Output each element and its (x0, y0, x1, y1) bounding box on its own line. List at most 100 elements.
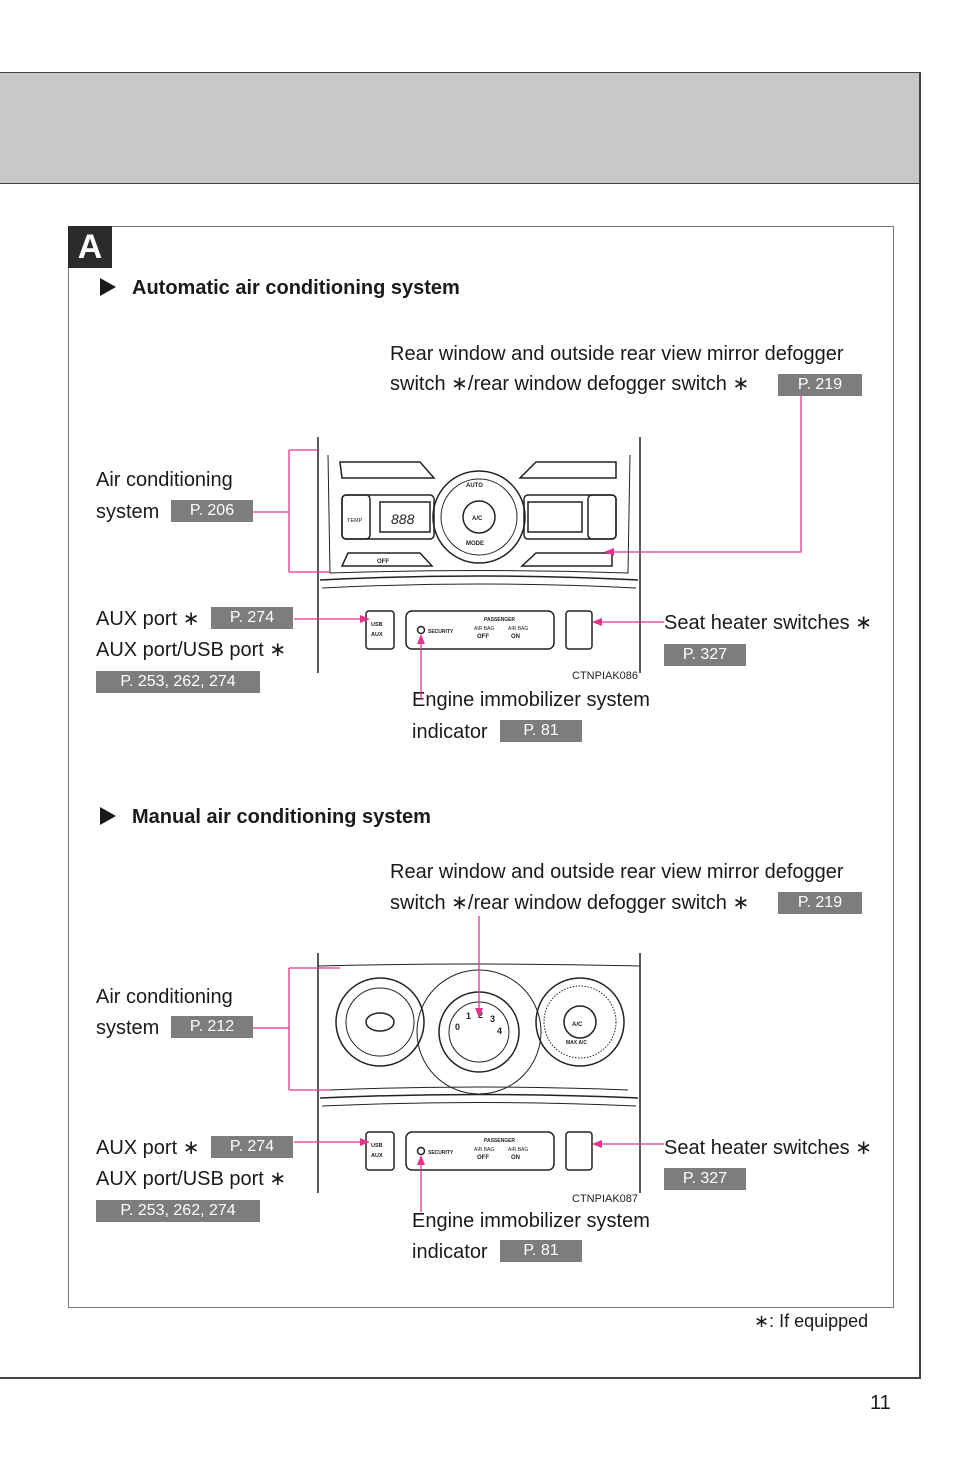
auto-temp-left-updown (341, 494, 371, 540)
manual-aux-usb-page-ref[interactable]: P. 253, 262, 274 (96, 1200, 260, 1222)
auto-rear-defogger-page-ref[interactable]: P. 219 (778, 374, 862, 396)
manual-rear-defogger-page-ref[interactable]: P. 219 (778, 892, 862, 914)
manual-ac-page-ref[interactable]: P. 212 (171, 1016, 253, 1038)
auto-panel-labels: AUTO A/C MODE TEMP 888 OFF USB AUX PASSE… (347, 483, 528, 640)
manual-ac-label-2: system (96, 1017, 160, 1039)
page-bottom-rule (0, 1377, 921, 1379)
manual-panel-airbag2-text: AIR BAG (508, 1147, 528, 1153)
manual-immobilizer-page-ref[interactable]: P. 81 (500, 1240, 582, 1262)
auto-ac-label-2: system (96, 501, 160, 523)
manual-seat-heater-switch (565, 1131, 593, 1171)
auto-usb-aux-port (365, 610, 395, 650)
manual-usb-aux-port (365, 1131, 395, 1171)
manual-panel-bezel (329, 1086, 629, 1091)
auto-passenger-airbag-panel (405, 610, 555, 650)
manual-fan1-text: 1 (466, 1011, 471, 1021)
auto-rear-defogger-callout (608, 396, 802, 553)
manual-recirc-button (365, 1012, 395, 1032)
manual-security-indicator-icon (416, 1146, 426, 1156)
manual-rear-defogger-label-1: Rear window and outside rear view mirror… (390, 861, 844, 883)
arrow-head-icon (604, 548, 614, 556)
auto-panel-usb-text: USB (371, 622, 383, 628)
auto-panel-auto-text: AUTO (466, 483, 483, 489)
auto-security-indicator-icon (416, 625, 426, 635)
manual-mode-dial-outer (535, 977, 625, 1067)
auto-panel-divider (319, 575, 639, 581)
auto-panel-airbag2-text: AIR BAG (508, 626, 528, 632)
manual-heading-text: Manual air conditioning system (132, 806, 431, 828)
manual-aux-usb-label: AUX port/USB port ∗ (96, 1168, 287, 1190)
manual-temp-dial-ring (345, 987, 415, 1057)
manual-aux-label: AUX port ∗ (96, 1137, 200, 1159)
auto-ac-page-ref[interactable]: P. 206 (171, 500, 253, 522)
auto-immobilizer-label-1: Engine immobilizer system (412, 689, 650, 711)
triangle-bullet-icon (100, 807, 116, 825)
auto-aux-page-ref[interactable]: P. 274 (211, 607, 293, 629)
auto-center-dial-ring (440, 478, 518, 556)
arrow-head-icon (417, 1155, 425, 1165)
auto-aux-label: AUX port ∗ (96, 608, 200, 630)
arrow-head-icon (592, 1140, 602, 1148)
auto-callout-arrows (360, 548, 614, 644)
manual-panel-airbag1-text: AIR BAG (474, 1147, 494, 1153)
auto-aux-usb-page-ref[interactable]: P. 253, 262, 274 (96, 671, 260, 693)
manual-fan0-text: 0 (455, 1022, 460, 1032)
auto-panel-aux-text: AUX (371, 632, 383, 638)
manual-seat-heater-page-ref[interactable]: P. 327 (664, 1168, 746, 1190)
auto-panel-airbag1-text: AIR BAG (474, 626, 494, 632)
auto-front-defog-button (518, 461, 617, 479)
manual-panel-divider-2 (321, 1102, 637, 1107)
header-band (0, 72, 920, 184)
auto-panel-temp-text: TEMP (347, 518, 363, 524)
manual-seat-heater-label: Seat heater switches ∗ (664, 1137, 872, 1159)
manual-panel-passenger-text: PASSENGER (484, 1138, 515, 1144)
manual-rear-defogger-label-2: switch ∗/rear window defogger switch ∗ (390, 892, 750, 914)
auto-fan-updown (587, 494, 617, 540)
auto-panel-ac-text: A/C (472, 516, 483, 522)
auto-immobilizer-page-ref[interactable]: P. 81 (500, 720, 582, 742)
auto-immobilizer-label-2: indicator (412, 721, 488, 743)
manual-ac-button (563, 1005, 597, 1039)
manual-panel-max-ac-text: MAX A/C (566, 1040, 587, 1046)
auto-recirc-button (339, 461, 436, 479)
auto-panel-mode-text: MODE (466, 541, 484, 547)
arrow-head-icon (360, 1138, 370, 1146)
auto-off-button (340, 552, 434, 567)
auto-ac-button (462, 500, 496, 534)
auto-panel-on-label-text: ON (511, 634, 520, 640)
auto-seat-heater-page-ref[interactable]: P. 327 (664, 644, 746, 666)
auto-panel-divider-2 (321, 583, 637, 589)
auto-rear-defogger-label-1: Rear window and outside rear view mirror… (390, 343, 844, 365)
section-frame (68, 226, 894, 1308)
auto-ac-callout (252, 449, 330, 573)
manual-aux-page-ref[interactable]: P. 274 (211, 1136, 293, 1158)
manual-panel-usb-text: USB (371, 1143, 383, 1149)
manual-fan2-text: 2 (478, 1010, 483, 1020)
manual-callout-arrows (360, 1008, 602, 1165)
arrow-head-icon (592, 618, 602, 626)
footnote: ∗: If equipped (754, 1311, 869, 1331)
auto-temp-display (379, 501, 431, 533)
auto-aux-usb-label: AUX port/USB port ∗ (96, 639, 287, 661)
manual-panel-aux-text: AUX (371, 1153, 383, 1159)
page-number: 11 (870, 1392, 891, 1414)
auto-heading-text: Automatic air conditioning system (132, 277, 460, 299)
auto-seat-heater-switch (565, 610, 593, 650)
section-tag: A (68, 226, 112, 268)
auto-panel-passenger-text: PASSENGER (484, 617, 515, 623)
auto-heading: Automatic air conditioning system (100, 277, 460, 300)
page-right-rule (919, 72, 921, 1378)
arrow-head-icon (475, 1008, 483, 1018)
auto-panel-display-text: 888 (391, 511, 415, 527)
manual-immobilizer-label-1: Engine immobilizer system (412, 1210, 650, 1232)
auto-rear-defog-button (520, 552, 613, 567)
manual-ac-label-1: Air conditioning (96, 986, 233, 1008)
manual-fan4-text: 4 (497, 1026, 502, 1036)
manual-mode-dial-ring (543, 985, 617, 1059)
manual-panel-labels: 0 1 2 3 4 A/C MAX A/C USB AUX PASSENGER … (371, 1010, 587, 1161)
auto-control-panel (317, 437, 641, 673)
auto-panel-upper-bezel (327, 454, 631, 574)
auto-panel-off-text: OFF (377, 559, 389, 565)
auto-image-code: CTNPIAK086 (572, 670, 639, 682)
